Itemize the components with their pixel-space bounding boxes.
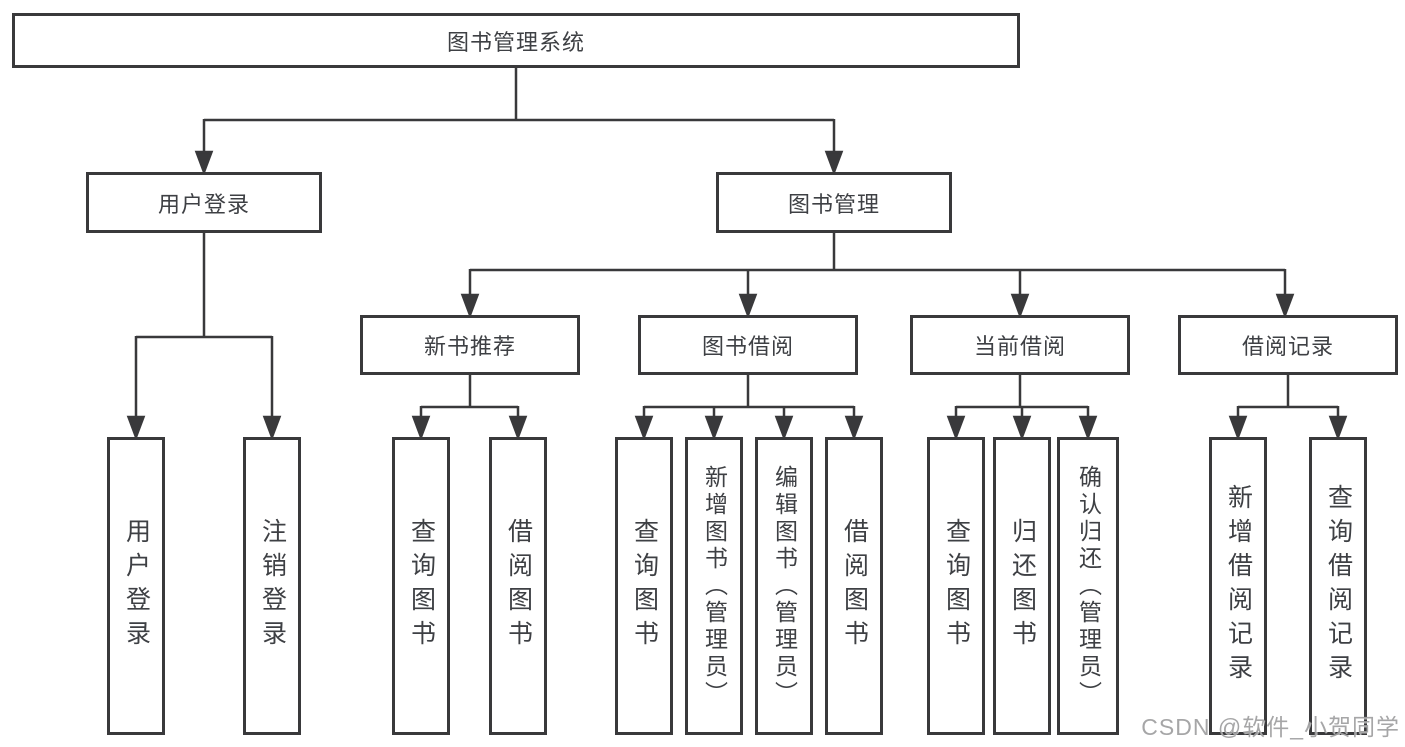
node-current-borrow: 当前借阅 [910, 315, 1130, 375]
arrowhead [1012, 415, 1032, 441]
leaf-logout: 注销登录 [243, 437, 301, 735]
arrowhead [1228, 415, 1248, 441]
node-new-book-recommend: 新书推荐 [360, 315, 580, 375]
arrowhead [738, 293, 758, 319]
leaf-user-login: 用户登录 [107, 437, 165, 735]
leaf-records-add-record: 新增借阅记录 [1209, 437, 1267, 735]
arrowhead [262, 415, 282, 441]
arrowhead [1010, 293, 1030, 319]
node-user-login: 用户登录 [86, 172, 322, 233]
arrowhead [704, 415, 724, 441]
arrowhead [411, 415, 431, 441]
arrowhead [460, 293, 480, 319]
leaf-current-confirm-return-admin: 确认归还（管理员） [1057, 437, 1119, 735]
csdn-watermark: CSDN @软件_小贺同学 [1141, 714, 1400, 740]
arrowhead [1078, 415, 1098, 441]
arrowhead [824, 150, 844, 176]
arrowhead [946, 415, 966, 441]
leaf-recommend-query-book: 查询图书 [392, 437, 450, 735]
arrowhead [844, 415, 864, 441]
arrowhead [194, 150, 214, 176]
arrowhead [774, 415, 794, 441]
arrowhead [126, 415, 146, 441]
node-book-manage: 图书管理 [716, 172, 952, 233]
leaf-borrow-add-book-admin: 新增图书（管理员） [685, 437, 743, 735]
leaf-recommend-borrow-book: 借阅图书 [489, 437, 547, 735]
node-borrow-records: 借阅记录 [1178, 315, 1398, 375]
node-book-borrow: 图书借阅 [638, 315, 858, 375]
leaf-records-query-record: 查询借阅记录 [1309, 437, 1367, 735]
leaf-borrow-edit-book-admin: 编辑图书（管理员） [755, 437, 813, 735]
arrowhead [1275, 293, 1295, 319]
leaf-borrow-query-book: 查询图书 [615, 437, 673, 735]
arrowhead [634, 415, 654, 441]
node-root-system: 图书管理系统 [12, 13, 1020, 68]
leaf-current-query-book: 查询图书 [927, 437, 985, 735]
arrowhead [508, 415, 528, 441]
arrowhead [1328, 415, 1348, 441]
leaf-current-return-book: 归还图书 [993, 437, 1051, 735]
leaf-borrow-book: 借阅图书 [825, 437, 883, 735]
